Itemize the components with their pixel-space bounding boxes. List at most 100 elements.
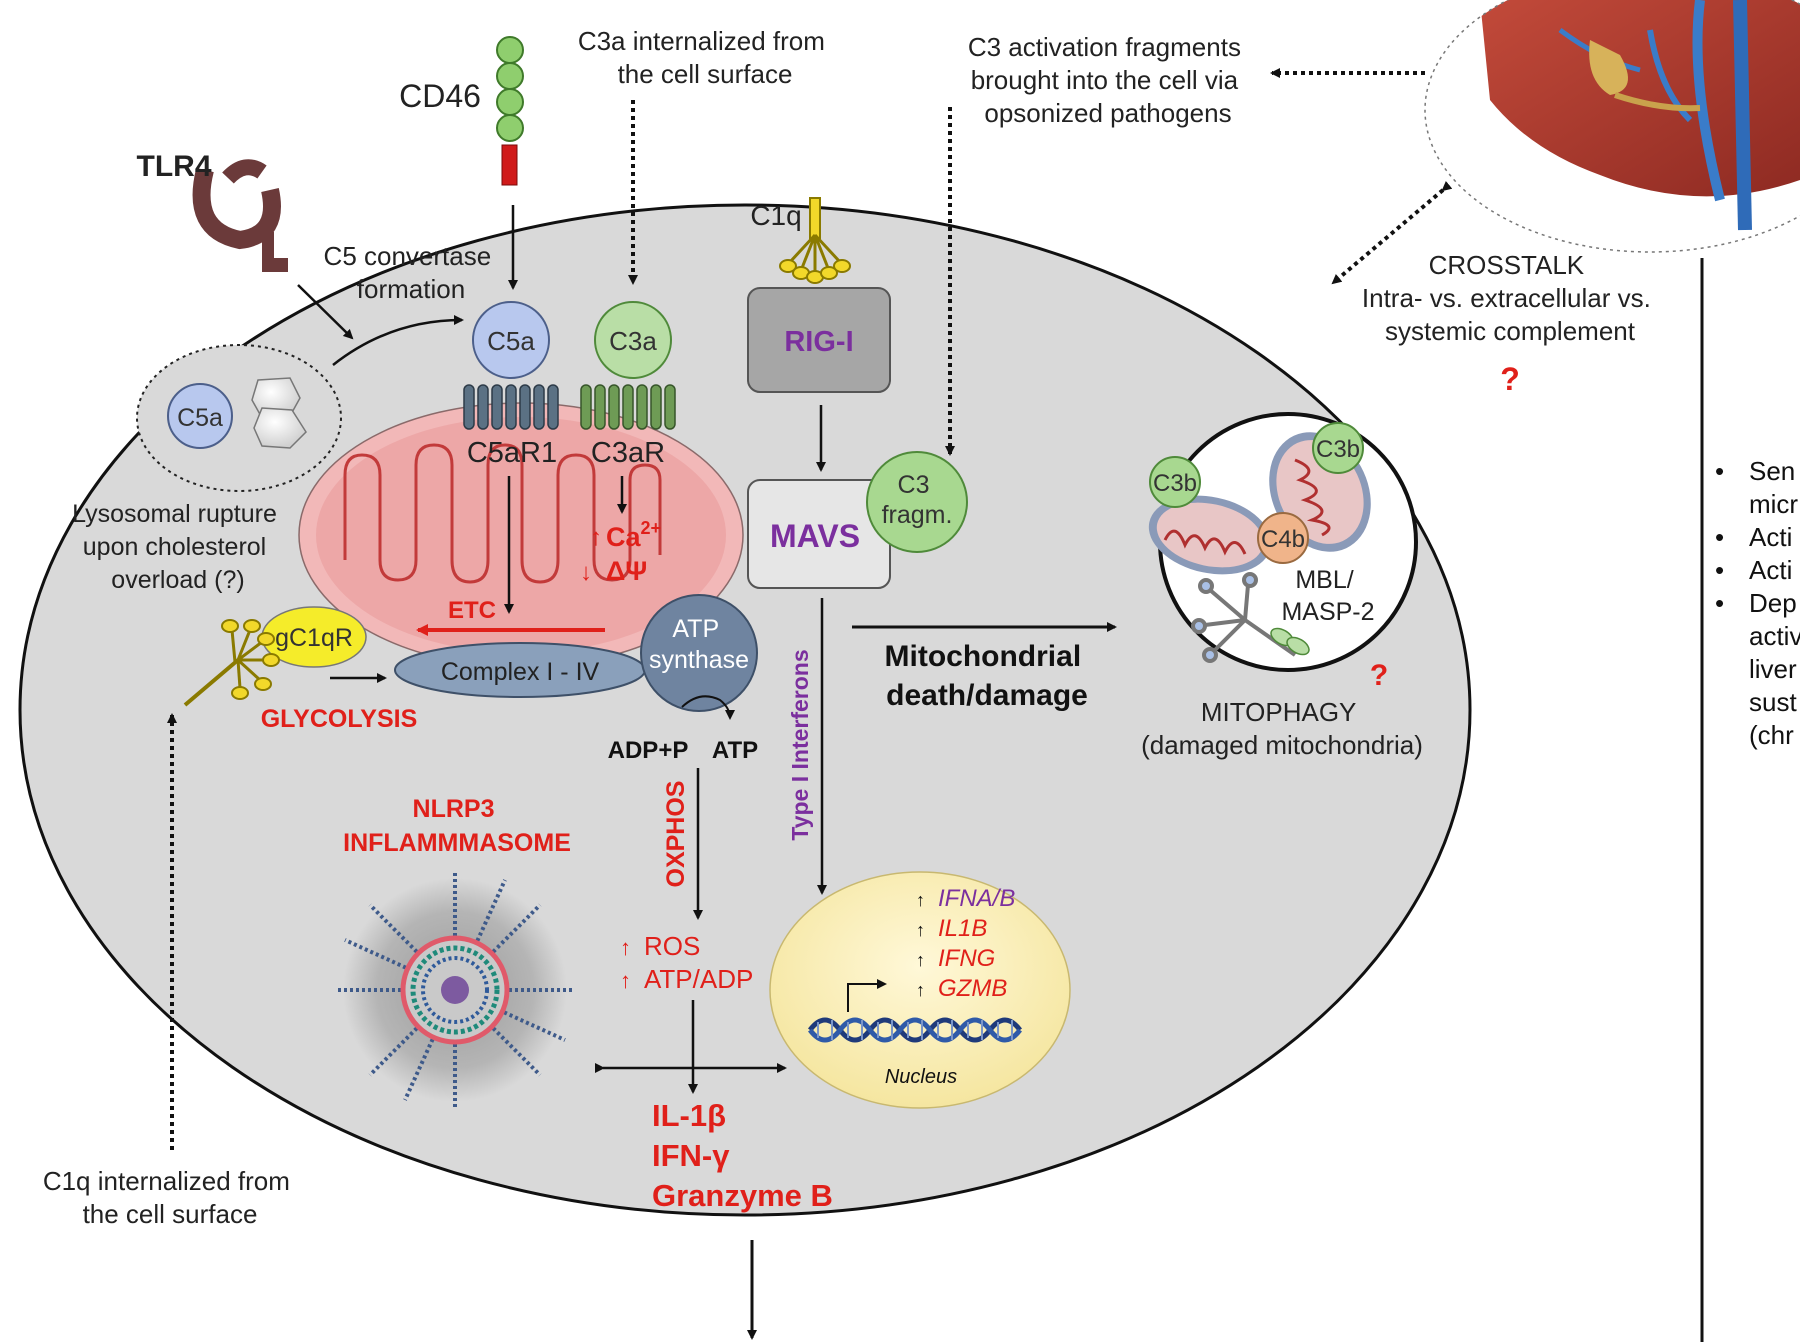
c4b-circle: [1257, 512, 1309, 564]
atp-adp-up-icon: ↑: [620, 968, 631, 993]
bullet-text: Acti: [1749, 522, 1793, 552]
bullet-row: (chr: [1715, 719, 1800, 752]
c1q-molecule-left: [183, 619, 280, 707]
bullet-row: • Sen: [1715, 455, 1800, 488]
delta-psi-label: ΔΨ: [606, 556, 647, 586]
c3ar-receptor: [580, 384, 676, 430]
complex-label: Complex I - IV: [441, 658, 600, 686]
bullet-marker: •: [1715, 588, 1725, 618]
bullet-text: (chr: [1749, 720, 1794, 750]
tlr4-label: TLR4: [137, 150, 212, 183]
bullet-row: liver: [1715, 653, 1800, 686]
bullet-text: Dep: [1749, 588, 1797, 618]
glycolysis-label: GLYCOLYSIS: [261, 705, 418, 733]
bullet-row: • Acti: [1715, 521, 1800, 554]
c3b-circle-2: [1312, 422, 1364, 474]
c5ar1-receptor: [463, 384, 559, 430]
bullet-text: Acti: [1749, 555, 1793, 585]
type1-ifn-label: Type I Interferons: [787, 649, 813, 840]
mbl-masp2-molecule: [1191, 572, 1310, 663]
cd46-receptor: [496, 36, 524, 186]
c3a-circle: [594, 301, 672, 379]
bullet-text: liver: [1749, 654, 1797, 684]
psi-down-icon: ↓: [580, 559, 592, 586]
adp-atp-arrow: [681, 695, 735, 720]
rigi-box: [747, 287, 891, 393]
c3a-internalized-label: C3a internalized from the cell surface: [578, 26, 832, 89]
gene-up-icon: ↑: [916, 920, 925, 940]
bullet-row: • Acti: [1715, 554, 1800, 587]
dna-helix: [808, 1017, 1022, 1043]
gene-ifnab: IFNA/B: [938, 885, 1015, 912]
lysosome-c5a-circle: [167, 383, 233, 449]
liver-illustration: [1424, 0, 1800, 253]
mbl-masp2-label: MBL/ MASP-2: [1281, 566, 1374, 626]
lysosome-to-c5a-arrow: [332, 315, 464, 366]
gene-up-icon: ↑: [916, 980, 925, 1000]
output-ifng: IFN-γ: [652, 1138, 730, 1173]
bullet-row: activ: [1715, 620, 1800, 653]
c1q-label: C1q: [750, 200, 801, 231]
mito-death-label: Mitochondrial death/damage: [885, 640, 1090, 712]
bullet-marker: •: [1715, 522, 1725, 552]
lysosome: C5a: [136, 344, 342, 492]
bullet-row: micr: [1715, 488, 1800, 521]
bullet-row: sust: [1715, 686, 1800, 719]
c5-convertase-label: C5 convertase formation: [324, 241, 499, 304]
c3b-circle-1: [1149, 456, 1201, 508]
c5ar1-label: C5aR1: [467, 437, 557, 469]
atp-synthase: [640, 594, 758, 712]
atp-label: ATP: [712, 737, 758, 764]
c3ar-label: C3aR: [591, 437, 665, 469]
gene-il1b: IL1B: [938, 915, 987, 942]
bullet-text: Sen: [1749, 456, 1796, 486]
gene-list: ↑ IFNA/B ↑ IL1B ↑ IFNG ↑ GZMB: [916, 885, 1015, 1002]
bullet-text: activ: [1749, 621, 1800, 651]
ros-up-icon: ↑: [620, 935, 631, 960]
mitochondrion: [298, 402, 744, 668]
c3-fragm-label: C3 fragm.: [882, 471, 953, 529]
tlr4-receptor: [192, 159, 288, 272]
cd46-label: CD46: [399, 78, 481, 114]
c3-activation-label: C3 activation fragments brought into the…: [968, 32, 1248, 128]
mitophagy-question: ?: [1370, 659, 1388, 692]
atp-adp-label: ATP/ADP: [644, 964, 753, 994]
c3a-label: C3a: [609, 326, 657, 356]
crosstalk-label: CROSSTALK Intra- vs. extracellular vs. s…: [1362, 250, 1658, 346]
etc-label: ETC: [448, 597, 496, 624]
atp-synthase-label: ATP synthase: [649, 615, 749, 674]
c1q-internalized-label: C1q internalized from the cell surface: [43, 1166, 297, 1229]
ros-label: ROS: [644, 931, 700, 961]
bullet-marker: •: [1715, 555, 1725, 585]
nucleus-label: Nucleus: [885, 1066, 957, 1088]
gene-gzmb: GZMB: [938, 975, 1007, 1002]
c1q-molecule-top: [779, 197, 851, 284]
tlr4-arrow: [297, 284, 354, 340]
c5a-label: C5a: [487, 326, 535, 356]
output-granzyme: Granzyme B: [652, 1178, 833, 1213]
c5a-circle: [472, 301, 550, 379]
bullet-row: • Dep: [1715, 587, 1800, 620]
mitophagy-label: MITOPHAGY (damaged mitochondria): [1141, 697, 1423, 760]
nucleus: [769, 871, 1071, 1109]
side-bullet-list: • Sen micr • Acti • Acti • Dep activ liver s…: [1715, 455, 1800, 752]
c3b-label-1: C3b: [1153, 470, 1197, 497]
lysosome-c5a-label: C5a: [177, 404, 223, 432]
crosstalk-question: ?: [1500, 361, 1520, 397]
crosstalk-arrow: [1331, 181, 1453, 285]
bullet-text: sust: [1749, 687, 1797, 717]
bullet-marker: •: [1715, 456, 1725, 486]
gc1qr-label: gC1qR: [275, 624, 353, 652]
gene-ifng: IFNG: [938, 945, 995, 972]
c3-fragm-circle: [866, 451, 968, 553]
inflammasome-illustration: [335, 870, 575, 1110]
bullet-text: micr: [1749, 489, 1799, 519]
gene-up-icon: ↑: [916, 950, 925, 970]
transcription-arrow: [847, 979, 887, 1012]
ca-up-icon: ↑: [590, 524, 602, 551]
mavs-label: MAVS: [770, 518, 860, 554]
lysosomal-rupture-label: Lysosomal rupture upon cholesterol overl…: [72, 500, 284, 594]
adp-label: ADP+P: [608, 737, 689, 764]
output-il1b: IL-1β: [652, 1098, 726, 1133]
